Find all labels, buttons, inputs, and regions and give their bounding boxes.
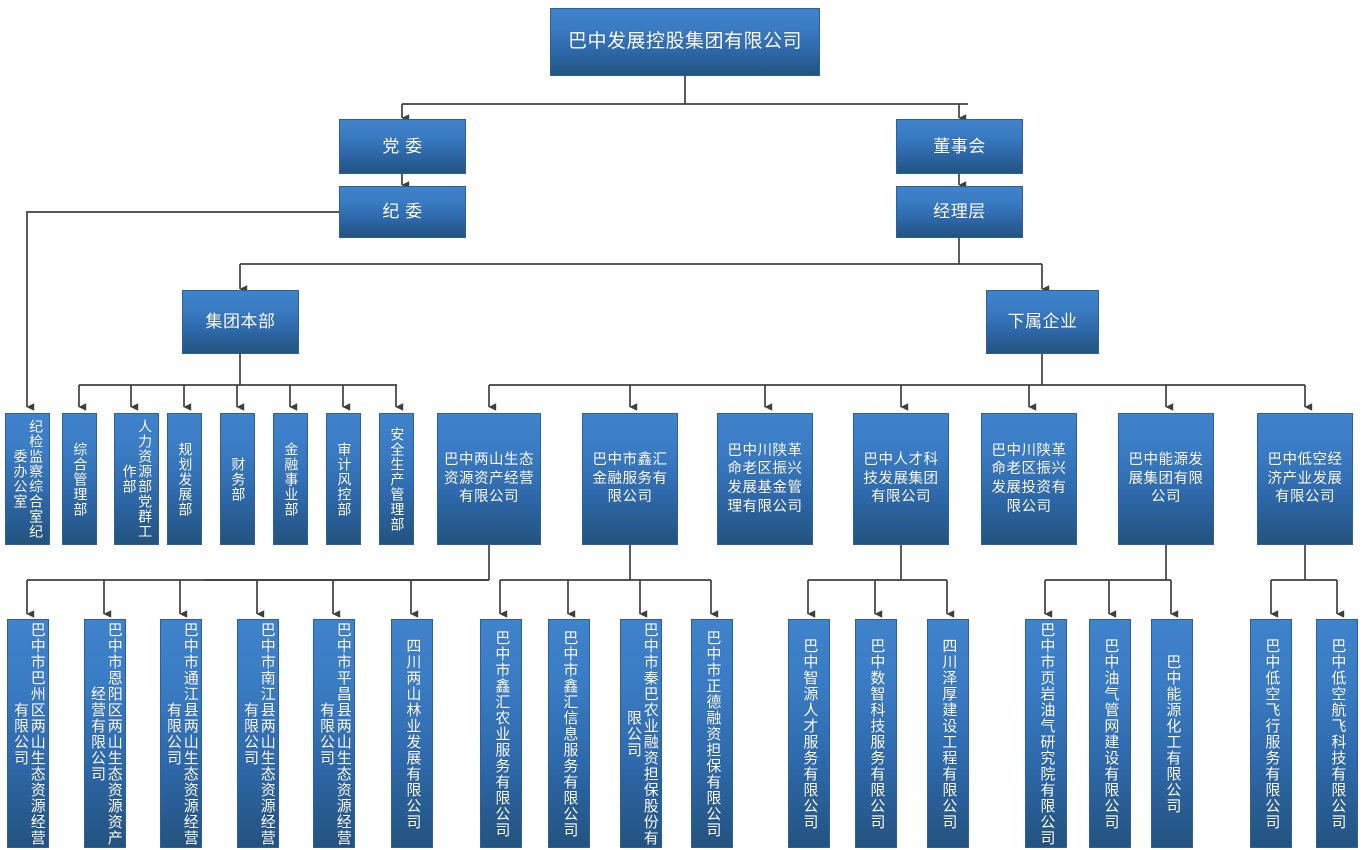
node-management-layer-label: 经理层 xyxy=(933,202,986,222)
dept-human-resources-party-affairs[interactable]: 人力资源部党群工作部 xyxy=(114,413,159,545)
dept-discipline-inspection-office[interactable]: 纪检监察综合室纪委办公室 xyxy=(5,413,50,545)
grandchild-label: 巴中能源化工有限公司 xyxy=(1164,653,1182,814)
grandchild-xinhui-information[interactable]: 巴中市鑫汇信息服务有限公司 xyxy=(548,619,590,848)
grandchild-zhengde-guarantee[interactable]: 巴中市正德融资担保有限公司 xyxy=(691,619,733,848)
dept-label: 纪检监察综合室纪委办公室 xyxy=(12,419,45,539)
node-management-layer[interactable]: 经理层 xyxy=(896,186,1023,238)
dept-safety-production-management[interactable]: 安全生产管理部 xyxy=(379,413,414,545)
dept-financial-business[interactable]: 金融事业部 xyxy=(273,413,308,545)
grandchild-label: 巴中市鑫汇信息服务有限公司 xyxy=(561,629,579,838)
grandchild-label: 巴中市南江县两山生态资源经营有限公司 xyxy=(242,621,276,846)
grandchild-label: 巴中市平昌县两山生态资源经营有限公司 xyxy=(318,621,352,846)
grandchild-energy-chemical[interactable]: 巴中能源化工有限公司 xyxy=(1151,619,1193,848)
dept-label: 安全生产管理部 xyxy=(389,426,406,532)
grandchild-label: 巴中数智科技服务有限公司 xyxy=(868,637,886,830)
node-root[interactable]: 巴中发展控股集团有限公司 xyxy=(550,8,820,76)
subsidiary-label: 巴中能源发展集团有限公司 xyxy=(1128,452,1204,506)
dept-audit-risk-control[interactable]: 审计风控部 xyxy=(326,413,361,545)
node-group-headquarters[interactable]: 集团本部 xyxy=(182,290,299,354)
subsidiary-label: 巴中人才科技发展集团有限公司 xyxy=(863,452,939,506)
grandchild-label: 巴中低空航飞科技有限公司 xyxy=(1329,637,1347,830)
grandchild-pingchang-liangshan[interactable]: 巴中市平昌县两山生态资源经营有限公司 xyxy=(313,619,355,848)
dept-label: 金融事业部 xyxy=(283,441,300,517)
dept-general-management[interactable]: 综合管理部 xyxy=(62,413,97,545)
subsidiary-label: 巴中市鑫汇金融服务有限公司 xyxy=(592,452,668,506)
grandchild-oil-gas-pipeline[interactable]: 巴中油气管网建设有限公司 xyxy=(1089,619,1131,848)
grandchild-bazhou-liangshan[interactable]: 巴中市巴州区两山生态资源经营有限公司 xyxy=(7,619,49,848)
dept-label: 综合管理部 xyxy=(72,441,89,517)
grandchild-label: 巴中市恩阳区两山生态资源资产经营有限公司 xyxy=(89,621,123,846)
dept-planning-development[interactable]: 规划发展部 xyxy=(167,413,202,545)
subsidiary-talent-technology-group[interactable]: 巴中人才科技发展集团有限公司 xyxy=(853,413,949,545)
subsidiary-revitalization-investment[interactable]: 巴中川陕革命老区振兴发展投资有限公司 xyxy=(981,413,1077,545)
grandchild-label: 巴中低空飞行服务有限公司 xyxy=(1263,637,1281,830)
node-party-committee[interactable]: 党 委 xyxy=(339,119,466,174)
dept-label: 人力资源部党群工作部 xyxy=(121,419,154,539)
dept-finance[interactable]: 财务部 xyxy=(220,413,255,545)
grandchild-nanjiang-liangshan[interactable]: 巴中市南江县两山生态资源经营有限公司 xyxy=(237,619,279,848)
subsidiary-energy-development-group[interactable]: 巴中能源发展集团有限公司 xyxy=(1118,413,1214,545)
grandchild-label: 四川两山林业发展有限公司 xyxy=(404,637,422,830)
grandchild-sichuan-liangshan-forestry[interactable]: 四川两山林业发展有限公司 xyxy=(391,619,433,848)
grandchild-label: 四川泽厚建设工程有限公司 xyxy=(940,637,958,830)
grandchild-shuzhi-technology[interactable]: 巴中数智科技服务有限公司 xyxy=(855,619,897,848)
grandchild-label: 巴中油气管网建设有限公司 xyxy=(1102,637,1120,830)
grandchild-label: 巴中市鑫汇农业服务有限公司 xyxy=(493,629,511,838)
node-subordinate-enterprises-label: 下属企业 xyxy=(1007,312,1078,332)
subsidiary-revitalization-fund-management[interactable]: 巴中川陕革命老区振兴发展基金管理有限公司 xyxy=(717,413,813,545)
subsidiary-label: 巴中川陕革命老区振兴发展基金管理有限公司 xyxy=(727,442,803,515)
subsidiary-label: 巴中低空经济产业发展有限公司 xyxy=(1267,452,1343,506)
node-board-of-directors-label: 董事会 xyxy=(933,136,986,156)
dept-label: 审计风控部 xyxy=(336,441,353,517)
grandchild-low-altitude-aviation-technology[interactable]: 巴中低空航飞科技有限公司 xyxy=(1316,619,1358,848)
node-party-committee-label: 党 委 xyxy=(382,136,423,156)
grandchild-label: 巴中市通江县两山生态资源经营有限公司 xyxy=(165,621,199,846)
subsidiary-xinhui-financial[interactable]: 巴中市鑫汇金融服务有限公司 xyxy=(582,413,678,545)
grandchild-xinhui-agriculture[interactable]: 巴中市鑫汇农业服务有限公司 xyxy=(480,619,522,848)
dept-label: 财务部 xyxy=(230,456,247,502)
grandchild-label: 巴中智源人才服务有限公司 xyxy=(801,637,819,830)
node-board-of-directors[interactable]: 董事会 xyxy=(896,119,1023,174)
subsidiary-liangshan-ecological[interactable]: 巴中两山生态资源资产经营有限公司 xyxy=(437,413,541,545)
grandchild-label: 巴中市正德融资担保有限公司 xyxy=(704,629,722,838)
node-discipline-committee-label: 纪 委 xyxy=(382,202,423,222)
dept-label: 规划发展部 xyxy=(177,441,194,517)
grandchild-label: 巴中市巴州区两山生态资源经营有限公司 xyxy=(12,621,46,846)
subsidiary-label: 巴中川陕革命老区振兴发展投资有限公司 xyxy=(991,442,1067,515)
node-discipline-committee[interactable]: 纪 委 xyxy=(339,186,466,238)
grandchild-qinba-agricultural-guarantee[interactable]: 巴中市秦巴农业融资担保股份有限公司 xyxy=(620,619,662,848)
grandchild-shale-oil-gas-institute[interactable]: 巴中市页岩油气研究院有限公司 xyxy=(1025,619,1067,848)
grandchild-tongjiang-liangshan[interactable]: 巴中市通江县两山生态资源经营有限公司 xyxy=(160,619,202,848)
grandchild-zehou-construction[interactable]: 四川泽厚建设工程有限公司 xyxy=(927,619,969,848)
grandchild-low-altitude-flight-service[interactable]: 巴中低空飞行服务有限公司 xyxy=(1250,619,1292,848)
subsidiary-label: 巴中两山生态资源资产经营有限公司 xyxy=(444,452,534,506)
node-group-headquarters-label: 集团本部 xyxy=(205,312,276,332)
node-subordinate-enterprises[interactable]: 下属企业 xyxy=(986,290,1099,354)
node-root-label: 巴中发展控股集团有限公司 xyxy=(567,30,802,52)
subsidiary-low-altitude-economy[interactable]: 巴中低空经济产业发展有限公司 xyxy=(1257,413,1353,545)
grandchild-label: 巴中市页岩油气研究院有限公司 xyxy=(1038,621,1056,846)
grandchild-label: 巴中市秦巴农业融资担保股份有限公司 xyxy=(625,621,659,846)
grandchild-zhiyuan-talent-service[interactable]: 巴中智源人才服务有限公司 xyxy=(788,619,830,848)
grandchild-enyang-liangshan[interactable]: 巴中市恩阳区两山生态资源资产经营有限公司 xyxy=(84,619,126,848)
